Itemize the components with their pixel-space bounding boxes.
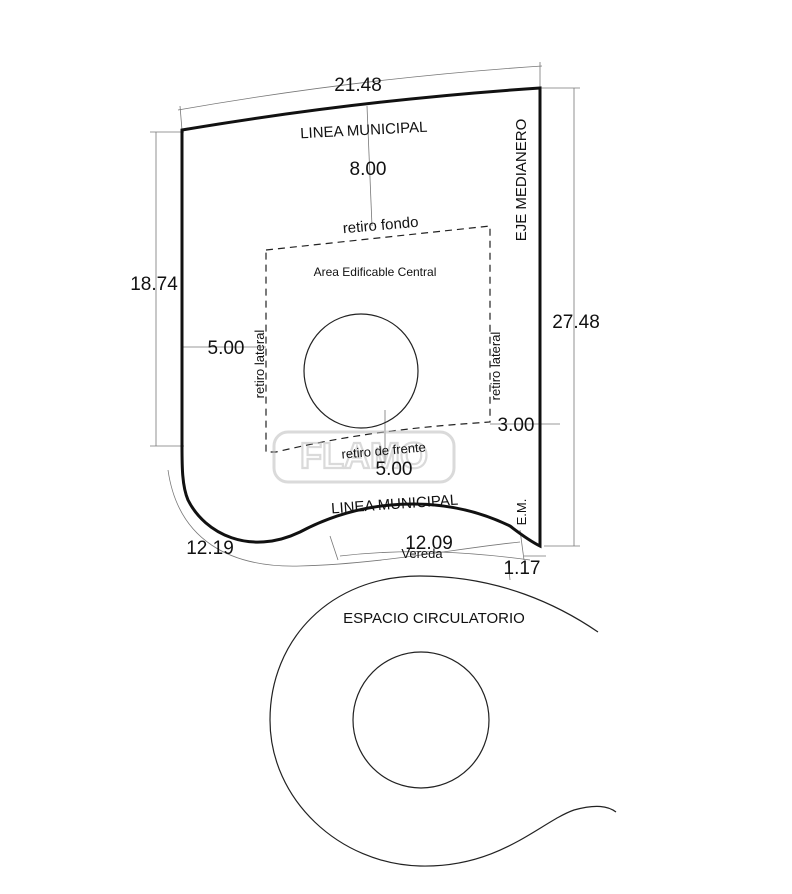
top-width-label: 21.48 xyxy=(334,75,382,96)
circulation-space-outline xyxy=(269,575,617,867)
rear-setback-dimension-line xyxy=(366,105,373,227)
rear-setback-label: 8.00 xyxy=(350,159,387,180)
left-lateral-setback-label: 5.00 xyxy=(208,338,245,359)
em-width-label: 1.17 xyxy=(504,558,541,579)
vereda-label: Vereda xyxy=(401,546,443,561)
front-setback-label: 5.00 xyxy=(376,459,413,480)
eje-medianero-label: EJE MEDIANERO xyxy=(513,119,530,242)
left-height-label: 18.74 xyxy=(130,274,178,295)
curve-front-label: 12.09 xyxy=(405,533,453,554)
circulation-inner-circle xyxy=(352,651,490,789)
right-lateral-setback-label: 3.00 xyxy=(498,415,535,436)
front-curve-dimension-line xyxy=(167,469,521,567)
watermark-logo: FLAMO xyxy=(272,430,456,484)
retiro-lateral-left-label: retiro lateral xyxy=(252,330,267,399)
lot-boundary xyxy=(180,86,542,549)
espacio-circulatorio-label: ESPACIO CIRCULATORIO xyxy=(343,610,525,627)
central-circle xyxy=(303,313,419,429)
right-height-label: 27.48 xyxy=(552,312,600,333)
em-label: E.M. xyxy=(514,499,529,526)
top-width-dimension-line xyxy=(177,65,543,111)
area-edificable-label: Area Edificable Central xyxy=(314,265,437,279)
buildable-area-outline xyxy=(265,225,491,453)
retiro-frente-label: retiro de frente xyxy=(341,439,427,461)
dimension-lines xyxy=(150,62,580,581)
linea-municipal-top-label: LINEA MUNICIPAL xyxy=(300,119,428,143)
linea-municipal-bottom-label: LINEA MUNICIPAL xyxy=(331,492,459,518)
svg-text:FLAMO: FLAMO xyxy=(300,435,428,476)
retiro-lateral-right-label: retiro lateral xyxy=(488,332,503,401)
curve-left-label: 12.19 xyxy=(186,538,234,559)
retiro-fondo-label: retiro fondo xyxy=(342,214,419,238)
